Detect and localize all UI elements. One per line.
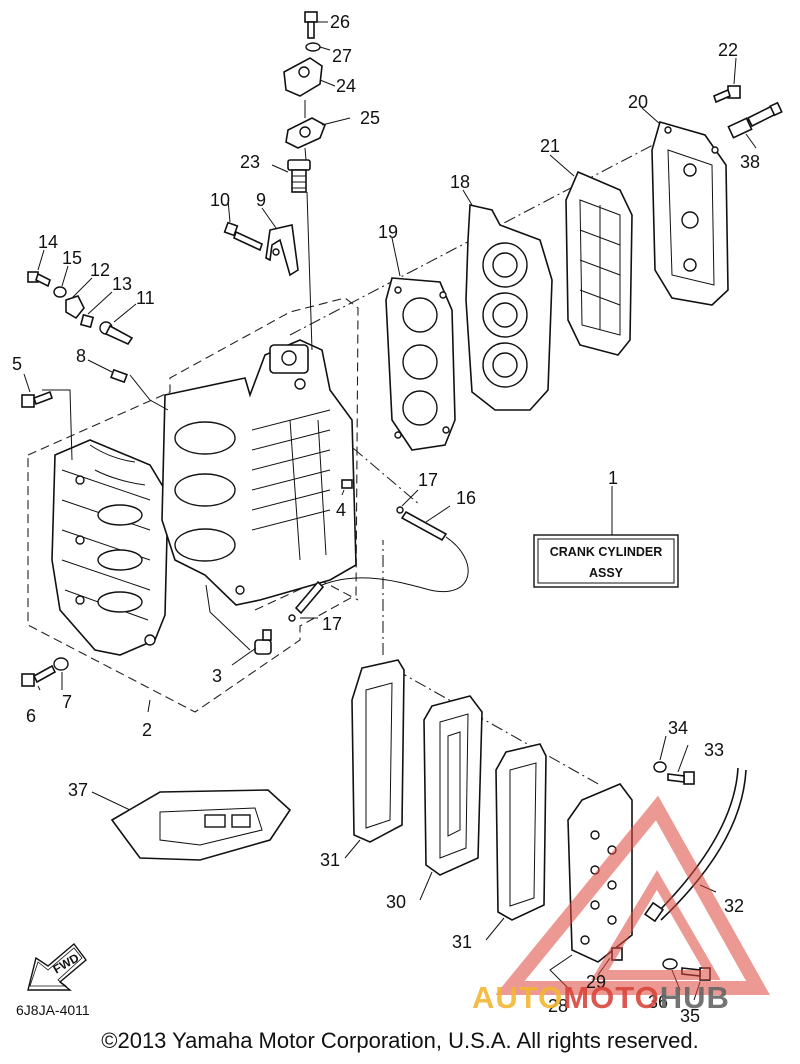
callout-17b: 17 [322,614,342,634]
fitting-4 [341,479,353,489]
bottom-gasket-37 [110,789,292,861]
callout-37: 37 [68,780,88,800]
callout-31b: 31 [452,932,472,952]
callout-20: 20 [628,92,648,112]
fitting-22 [713,85,741,104]
callout-15: 15 [62,248,82,268]
callout-38: 38 [740,152,760,172]
bolt-10 [223,221,263,252]
callout-16: 16 [456,488,476,508]
plate-12 [65,295,85,320]
cylinder-block [161,339,357,606]
bolt-33 [667,771,695,785]
callout-14: 14 [38,232,58,252]
callout-18: 18 [450,172,470,192]
callout-30: 30 [386,892,406,912]
spark-plug-38 [727,101,783,139]
callout-31: 31 [320,850,340,870]
clip-17-lower [288,614,296,622]
assembly-label-line1: CRANK CYLINDER [550,545,663,559]
head-cover-gasket [565,170,633,356]
callout-25: 25 [360,108,380,128]
callout-35: 35 [680,1006,700,1026]
exhaust-inner-plate-30 [423,695,483,876]
callout-33: 33 [704,740,724,760]
leader-lines [23,21,757,1001]
pin-11 [99,321,134,346]
washer-27 [305,42,321,52]
washer-15 [53,286,67,298]
callout-26: 26 [330,12,350,32]
callout-23: 23 [240,152,260,172]
callout-13: 13 [112,274,132,294]
nut-13 [79,313,95,329]
dowel-pin-8 [110,368,128,384]
fitting-3 [254,629,272,655]
callout-2: 2 [142,720,152,740]
diagram-code: 6J8JA-4011 [16,1002,90,1018]
assembly-label-line2: ASSY [589,566,624,580]
callout-1: 1 [608,468,618,488]
exhaust-gasket-31-left [351,659,405,843]
washer-34 [653,761,667,773]
callout-22: 22 [718,40,738,60]
thermostat-cover [283,57,323,97]
callout-7: 7 [62,692,72,712]
bracket-9 [265,224,299,277]
callout-17: 17 [418,470,438,490]
crankcase-half [51,439,169,656]
watermark-part2: MOTO [563,980,660,1015]
head-cover [651,121,729,306]
callout-36: 36 [648,992,668,1012]
watermark-triangle-icon [495,795,770,995]
callout-24: 24 [336,76,356,96]
callout-32: 32 [724,896,744,916]
head-gasket [385,277,456,451]
callout-4: 4 [336,500,346,520]
copyright-notice: ©2013 Yamaha Motor Corporation, U.S.A. A… [101,1028,699,1053]
watermark-part1: AUTO [472,980,564,1015]
callout-21: 21 [540,136,560,156]
exhaust-gasket-31-right [495,743,547,921]
callout-numbers: 26 27 24 25 23 10 9 14 15 12 13 11 8 5 6… [12,12,760,1026]
callout-34: 34 [668,718,688,738]
callout-9: 9 [256,190,266,210]
thermostat [287,159,311,193]
callout-8: 8 [76,346,86,366]
callout-10: 10 [210,190,230,210]
callout-5: 5 [12,354,22,374]
washer-7 [53,657,69,671]
assembly-label-box: CRANK CYLINDER ASSY [533,534,679,588]
fwd-arrow-icon: FWD [27,942,87,991]
callout-29: 29 [586,972,606,992]
callout-6: 6 [26,706,36,726]
clip-17-upper [396,506,404,514]
callout-27: 27 [332,46,352,66]
callout-12: 12 [90,260,110,280]
bolt-14 [27,271,51,288]
bolt-6 [21,664,57,687]
thermostat-gasket [285,117,326,149]
watermark-part3: HUB [659,980,730,1015]
hose-16 [294,510,469,615]
callout-19: 19 [378,222,398,242]
bolt-26 [304,11,318,39]
bolt-5 [21,390,54,408]
washer-36 [662,958,678,970]
callout-3: 3 [212,666,222,686]
watermark-logo: AUTOMOTOHUB [472,980,730,1016]
callout-28: 28 [548,996,568,1016]
callout-11: 11 [136,288,155,308]
cylinder-head [465,204,553,411]
stud-line [304,100,313,351]
axis-line-cover [395,669,601,786]
